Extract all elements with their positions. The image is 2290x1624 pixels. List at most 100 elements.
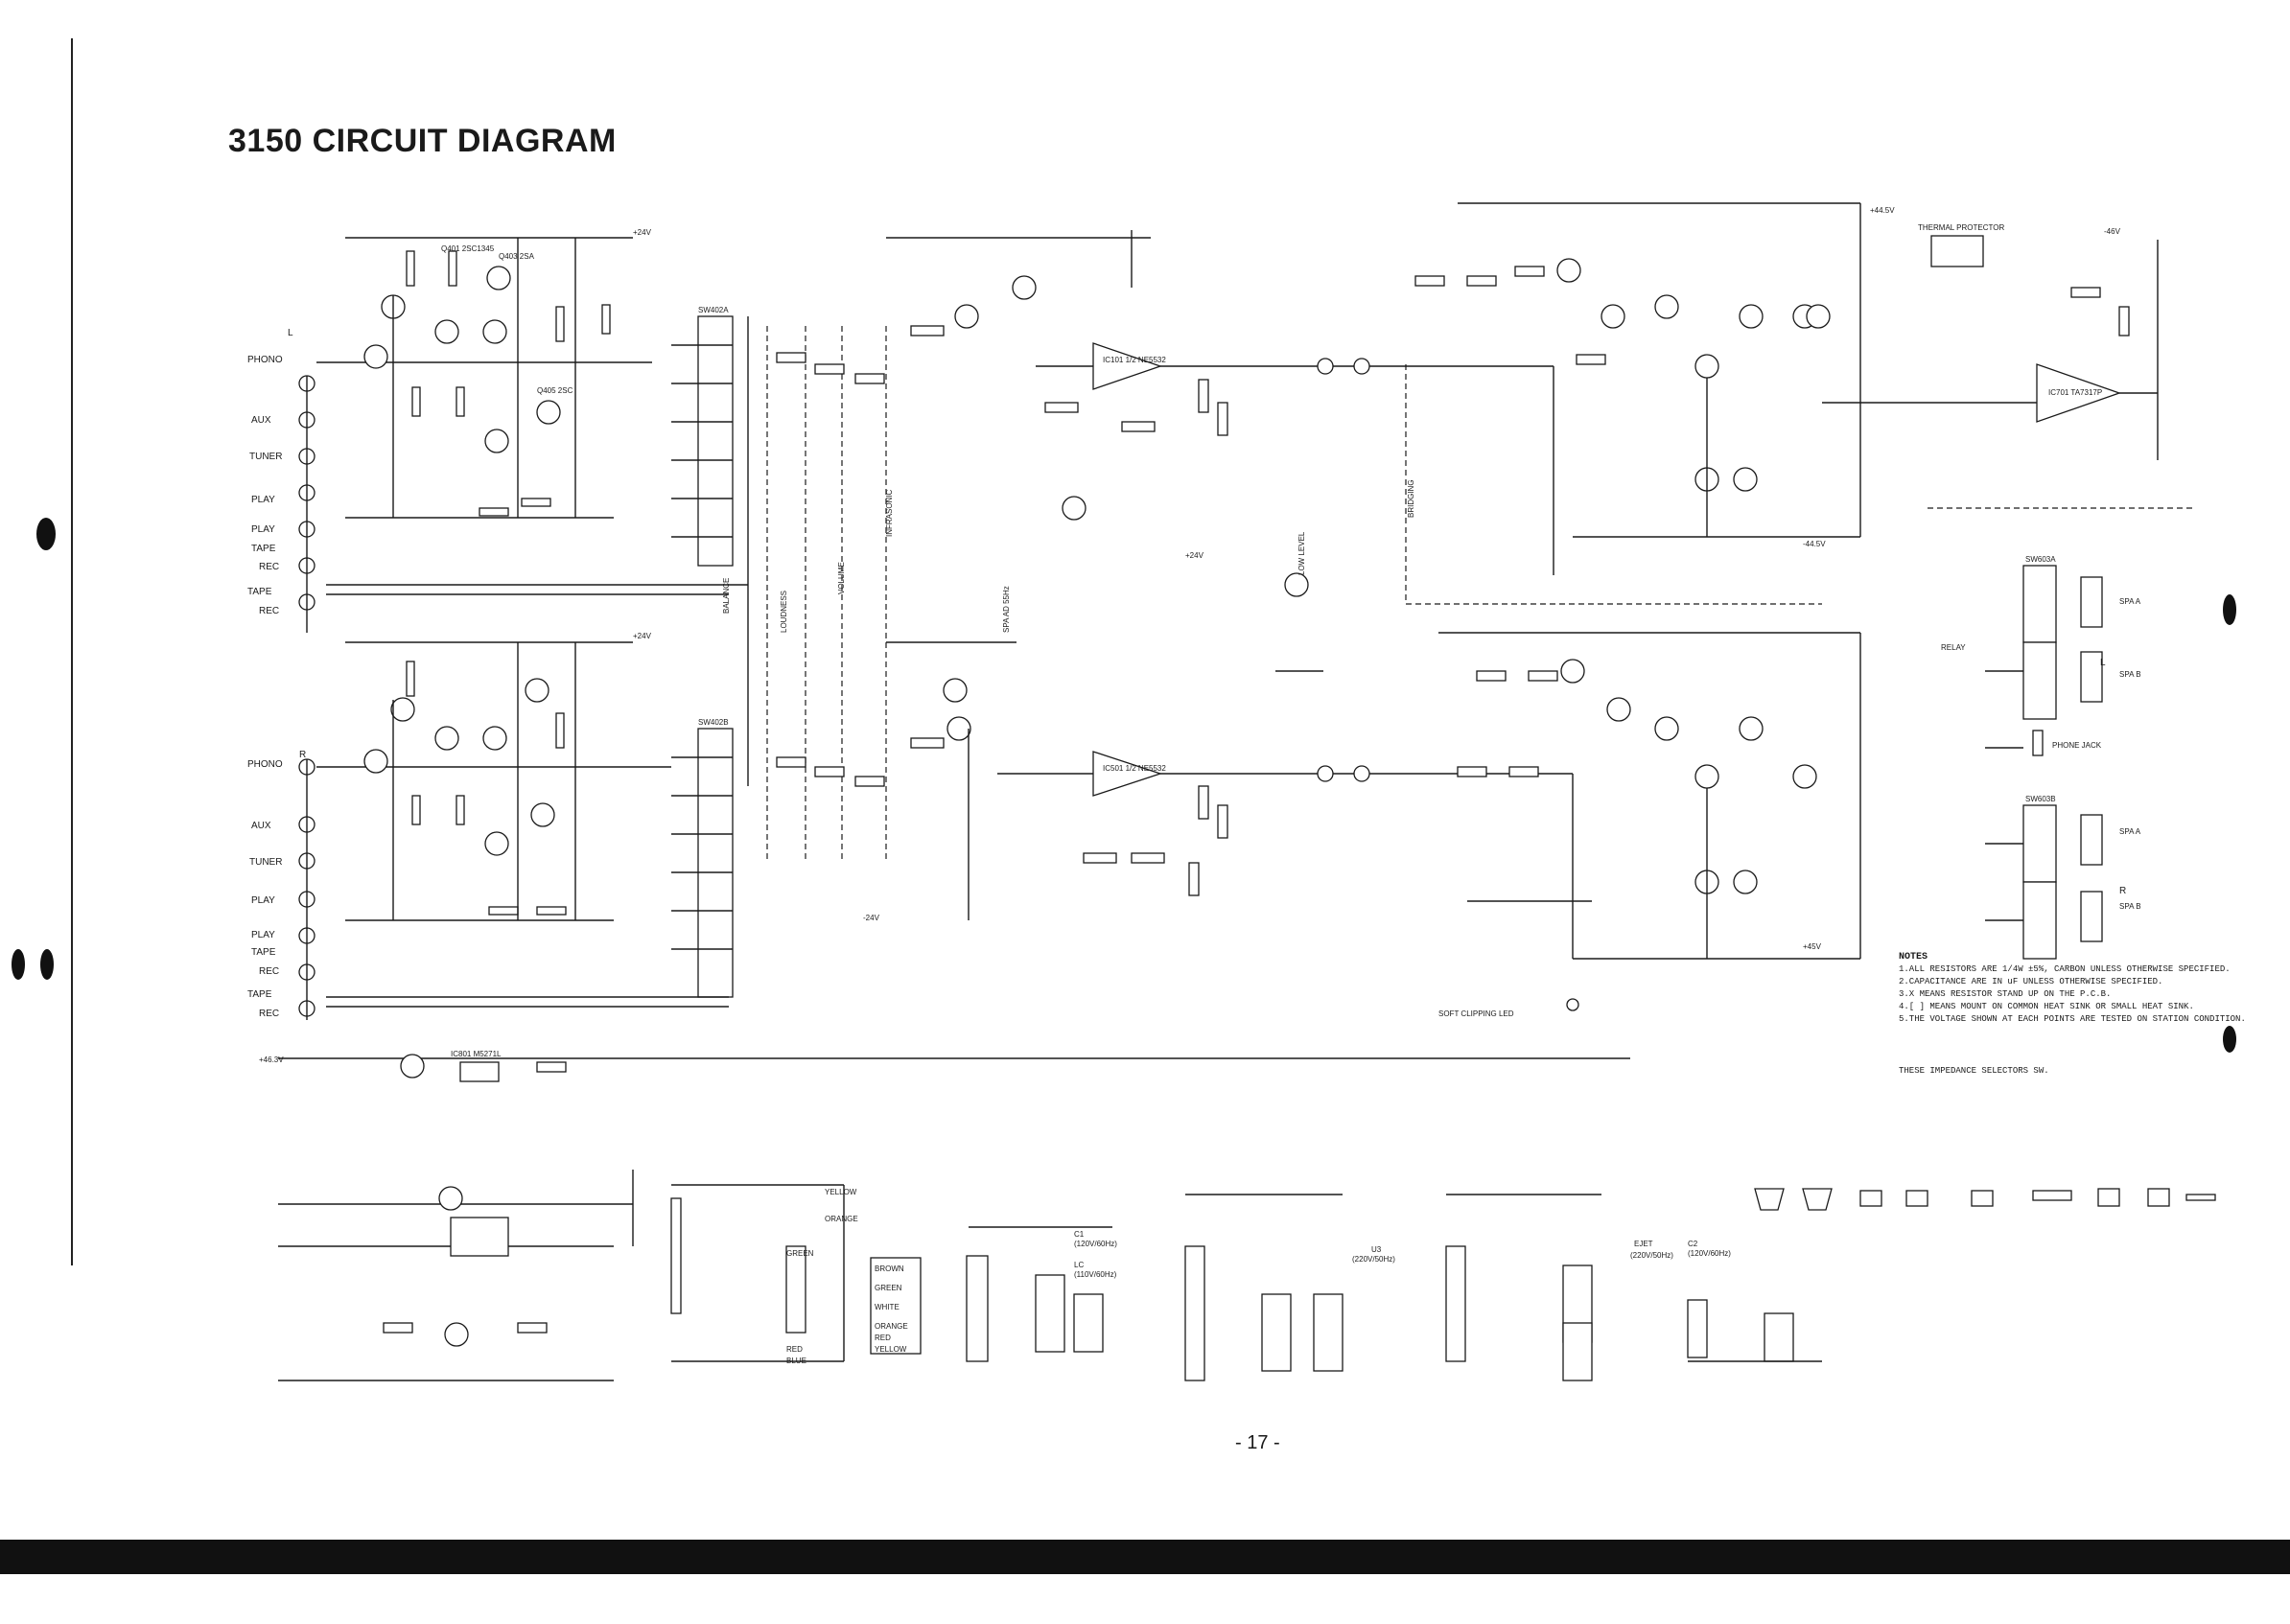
input-jacks-lower	[298, 758, 315, 1020]
svg-text:THERMAL PROTECTOR: THERMAL PROTECTOR	[1918, 223, 2004, 232]
svg-text:+24V: +24V	[1185, 551, 1204, 560]
selector-switch-lower: SW402B	[326, 718, 734, 1008]
svg-text:+46.3V: +46.3V	[259, 1056, 284, 1064]
selector-switch-upper: SW402A	[326, 306, 748, 595]
ic701-protection: THERMAL PROTECTOR IC701 TA7317P -46V	[1822, 223, 2196, 509]
svg-text:RED: RED	[786, 1345, 803, 1354]
notes-heading: NOTES	[1899, 952, 1928, 963]
svg-text:R: R	[2119, 886, 2126, 896]
page-number: - 17 -	[1235, 1432, 1280, 1453]
svg-text:LOW LEVEL: LOW LEVEL	[1297, 531, 1306, 575]
input-labels-upper: PHONO AUX TUNER PLAY PLAY TAPE REC TAPE …	[247, 328, 293, 616]
input-label: TAPE	[247, 989, 272, 1000]
svg-text:-24V: -24V	[863, 914, 880, 922]
svg-text:SPA A: SPA A	[2119, 597, 2141, 606]
svg-text:Q401 2SC1345: Q401 2SC1345	[441, 244, 495, 253]
punch-hole	[2223, 594, 2236, 625]
notes-footer: THESE IMPEDANCE SELECTORS SW.	[1899, 1066, 2049, 1076]
input-label: REC	[259, 562, 279, 572]
svg-text:SPA B: SPA B	[2119, 902, 2141, 911]
svg-text:RELAY: RELAY	[1941, 643, 1966, 652]
channel-label: L	[288, 328, 293, 338]
svg-text:RED: RED	[875, 1334, 891, 1342]
svg-text:+24V: +24V	[633, 632, 652, 640]
svg-text:GREEN: GREEN	[875, 1284, 902, 1292]
svg-text:IC101 1/2 NE5532: IC101 1/2 NE5532	[1103, 356, 1166, 364]
svg-text:ORANGE: ORANGE	[825, 1215, 858, 1223]
channel-label: R	[299, 750, 306, 760]
svg-text:BRIDGING: BRIDGING	[1407, 479, 1415, 518]
svg-text:-44.5V: -44.5V	[1803, 540, 1826, 548]
input-label: AUX	[251, 415, 271, 426]
page-title: 3150 CIRCUIT DIAGRAM	[228, 123, 617, 159]
component-pinouts	[1754, 1188, 2216, 1211]
input-jacks-upper	[298, 375, 315, 633]
ac-variant-c1: C1 (120V/60Hz) LC (110V/60Hz)	[966, 1226, 1117, 1362]
svg-text:BROWN: BROWN	[875, 1264, 904, 1273]
ic501: IC501 1/2 NE5532	[997, 751, 1247, 896]
input-labels-lower: PHONO AUX TUNER PLAY PLAY TAPE REC TAPE …	[247, 750, 306, 1019]
svg-text:(120V/60Hz): (120V/60Hz)	[1688, 1249, 1731, 1258]
input-label: PLAY	[251, 895, 275, 906]
svg-text:IC501 1/2 NE5532: IC501 1/2 NE5532	[1103, 764, 1166, 773]
input-label: TUNER	[249, 452, 282, 462]
punch-hole	[40, 949, 54, 980]
notes-panel: NOTES 1.ALL RESISTORS ARE 1/4W ±5%, CARB…	[1899, 951, 2246, 1026]
main-out-upper: LOW LEVEL +24V	[1185, 358, 1381, 672]
input-label: PLAY	[251, 495, 275, 505]
input-label: PHONO	[247, 355, 283, 365]
svg-text:+45V: +45V	[1803, 942, 1822, 951]
svg-text:(110V/60Hz): (110V/60Hz)	[1074, 1270, 1117, 1279]
svg-text:+24V: +24V	[633, 228, 652, 237]
svg-text:BALANCE: BALANCE	[722, 578, 731, 614]
ac-variant-ejet: EJET (220V/50Hz) C2 (120V/60Hz)	[1445, 1194, 1731, 1381]
svg-text:SPA A: SPA A	[2119, 827, 2141, 836]
input-label: REC	[259, 1009, 279, 1019]
svg-text:U3: U3	[1371, 1245, 1382, 1254]
svg-text:SOFT CLIPPING LED: SOFT CLIPPING LED	[1438, 1009, 1514, 1018]
svg-text:+44.5V: +44.5V	[1870, 206, 1895, 215]
svg-text:GREEN: GREEN	[786, 1249, 814, 1258]
svg-text:IC801 M5271L: IC801 M5271L	[451, 1050, 502, 1058]
svg-text:SW603A: SW603A	[2025, 555, 2056, 564]
regulator-rail: IC801 M5271L +46.3V	[259, 1050, 1630, 1082]
phono-preamp-lower: +24V	[316, 632, 671, 921]
speaker-outputs: SPA A SPA B SPA A SPA B L R PHONE JACK R…	[1941, 555, 2141, 960]
input-label: TAPE	[251, 947, 276, 958]
svg-text:PHONE JACK: PHONE JACK	[2052, 741, 2102, 750]
power-amp-lower: SOFT CLIPPING LED +45V	[1381, 632, 1861, 1018]
input-label: TAPE	[247, 587, 272, 597]
input-label: PLAY	[251, 524, 275, 535]
svg-text:-46V: -46V	[2104, 227, 2121, 236]
svg-text:SPA B: SPA B	[2119, 670, 2141, 679]
punch-hole	[12, 949, 25, 980]
svg-text:SPA AD 55Hz: SPA AD 55Hz	[1002, 586, 1011, 633]
svg-text:INFRASONIC: INFRASONIC	[885, 489, 894, 537]
svg-text:LC: LC	[1074, 1261, 1084, 1269]
svg-text:C1: C1	[1074, 1230, 1085, 1239]
svg-text:(220V/50Hz): (220V/50Hz)	[1352, 1255, 1395, 1264]
power-amp-upper: BRIDGING +44.5V -44.5V	[1381, 202, 1895, 605]
notes-line: 3.X MEANS RESISTOR STAND UP ON THE P.C.B…	[1899, 989, 2112, 999]
notes-line: 2.CAPACITANCE ARE IN uF UNLESS OTHERWISE…	[1899, 977, 2163, 986]
tone-control-lower: -24V	[776, 641, 1016, 922]
svg-text:C2: C2	[1688, 1240, 1698, 1248]
svg-text:LOUDNESS: LOUDNESS	[780, 591, 788, 633]
svg-text:SW402A: SW402A	[698, 306, 729, 314]
input-label: REC	[259, 966, 279, 977]
svg-text:IC701 TA7317P: IC701 TA7317P	[2048, 388, 2102, 397]
power-supply-main	[278, 1170, 634, 1381]
svg-text:Q405 2SC: Q405 2SC	[537, 386, 573, 395]
punch-hole	[36, 518, 56, 550]
svg-text:YELLOW: YELLOW	[875, 1345, 907, 1354]
transformer-wiring: YELLOW GREEN ORANGE BROWN GREEN WHITE OR…	[670, 1184, 922, 1365]
input-label: PHONO	[247, 759, 283, 770]
svg-text:YELLOW: YELLOW	[825, 1188, 857, 1196]
svg-text:SW603B: SW603B	[2025, 795, 2056, 803]
input-label: TAPE	[251, 544, 276, 554]
svg-text:(220V/50Hz): (220V/50Hz)	[1630, 1251, 1673, 1260]
main-out-lower	[1198, 765, 1381, 839]
notes-line: 4.[ ] MEANS MOUNT ON COMMON HEAT SINK OR…	[1899, 1002, 2194, 1011]
